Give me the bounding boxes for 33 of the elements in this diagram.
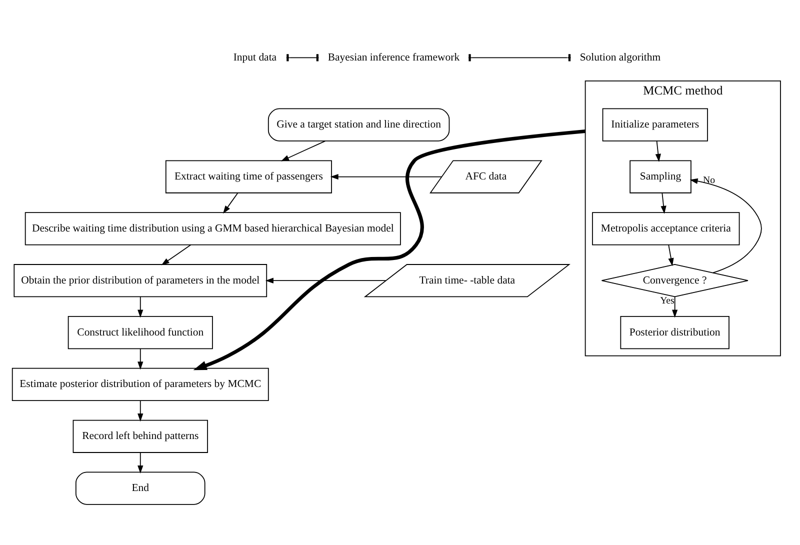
arrow — [280, 140, 326, 161]
node-diamond: Convergence ? — [601, 264, 748, 297]
edge-label: Yes — [660, 294, 674, 306]
node-box: Sampling — [630, 160, 692, 193]
label: Solution algorithm — [580, 50, 661, 63]
arrow — [138, 348, 144, 370]
node-box: Metropolis acceptance criteria — [592, 212, 740, 245]
arrow — [138, 452, 144, 474]
node-box: Construct likelihood function — [68, 315, 213, 349]
arrow — [138, 296, 144, 318]
node-box: End — [75, 471, 206, 504]
arrow — [668, 244, 674, 266]
label: Input data — [233, 50, 277, 63]
node-box: Initialize parameters — [602, 108, 708, 141]
node-box: Estimate posterior distribution of parameters by MCMC — [12, 367, 269, 401]
arrow — [222, 192, 238, 214]
node-box: Posterior distribution — [620, 315, 730, 349]
arrow — [138, 400, 144, 422]
arrow — [161, 244, 192, 265]
arrow — [672, 296, 678, 318]
label: Bayesian inference framework — [328, 50, 460, 63]
arrow — [690, 178, 762, 273]
node-box: Give a target station and line direction — [268, 108, 450, 141]
arrow — [330, 173, 442, 180]
node-box: Record left behind patterns — [72, 419, 208, 452]
edge-label: No — [703, 174, 716, 186]
node-box: Obtain the prior distribution of parameters in the model — [14, 264, 268, 297]
arrow — [265, 277, 386, 283]
arrow — [193, 128, 586, 370]
arrow — [655, 140, 661, 162]
arrow — [660, 192, 666, 214]
node-box: Extract waiting time of passengers — [165, 160, 332, 193]
node-box: Describe waiting time distribution using a GMM based hierarchical Bayesian model — [24, 212, 401, 245]
